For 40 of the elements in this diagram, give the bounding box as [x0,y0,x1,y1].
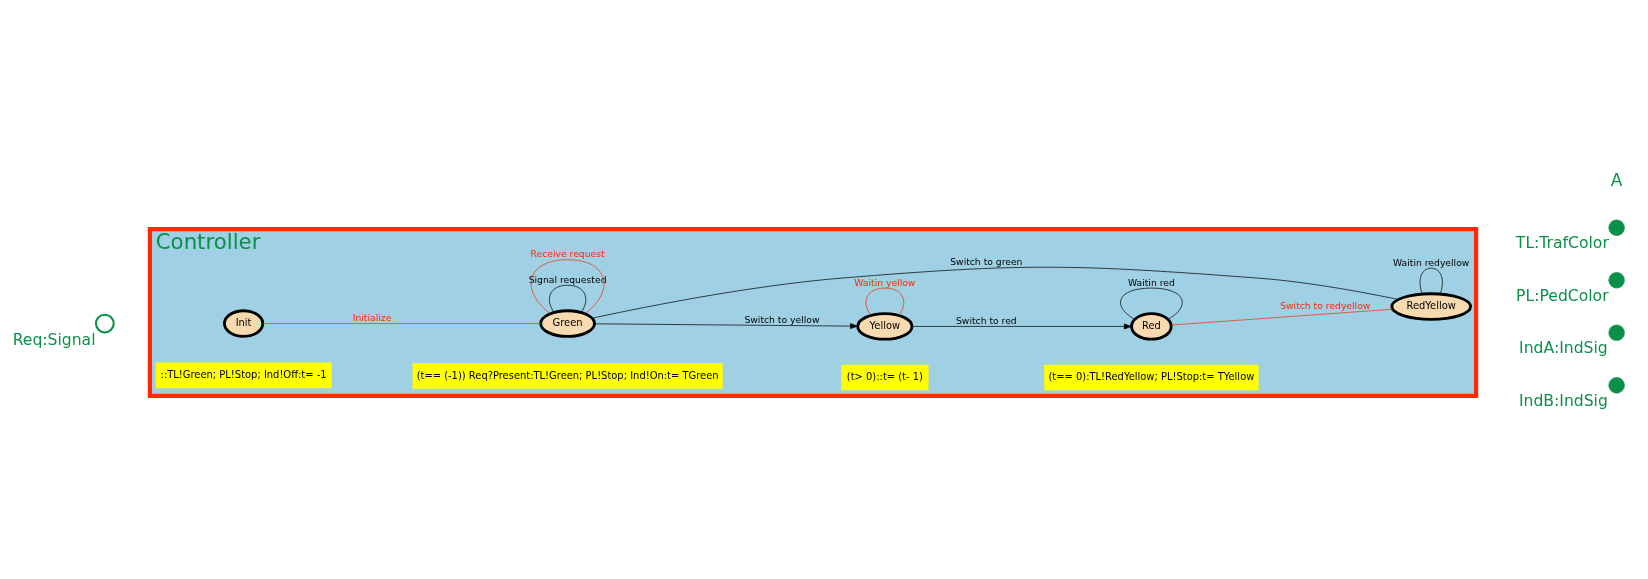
edge-label: Switch to green [950,255,1023,267]
node-ellipse: RedYellow [1390,292,1472,321]
node-circle [1608,377,1625,394]
node-circle [94,313,115,334]
connector [1120,287,1183,320]
connector [530,259,605,314]
connector [549,284,587,313]
edge-label: Waitin yellow [854,276,916,288]
node-label: IndB:IndSig [1518,391,1608,410]
edge-label: Waitin red [1127,276,1175,288]
node-circle [1608,324,1625,341]
node-ellipse: Yellow [856,312,914,341]
label: (t== 0):TL!RedYellow; PL!Stop:t= TYellow [1048,371,1255,383]
node-circle [1608,272,1625,289]
edge-label: Receive request [530,248,605,260]
node-circle [1608,219,1625,236]
label: ::TL!Green; PL!Stop; Ind!Off:t= -1 [160,369,327,381]
label: (t== (-1)) Req?Present:TL!Green; PL!Stop; Ind!On:t= TGreen [416,369,719,381]
connector [865,287,905,316]
connector [1170,308,1394,326]
arrow [911,323,1132,330]
node-label: IndA:IndSig [1519,339,1608,358]
edge-label: Switch to red [956,314,1017,326]
node-ellipse: Init [223,309,265,338]
label: (t> 0)::t= (t- 1) [846,371,923,383]
node-ellipse: Red [1130,312,1173,341]
edge-label: Signal requested [528,273,607,285]
node-label: PL:PedColor [1516,286,1609,305]
node-label: TL:TrafColor [1515,234,1609,253]
edge-label: Waitin redyellow [1393,256,1470,268]
label: A [1610,170,1623,191]
edge-label: Switch to redyellow [1280,299,1371,311]
node-label: Req:Signal [12,330,96,349]
edge-label: Initialize [352,312,392,324]
node-ellipse: Green [539,309,596,338]
connector [1419,267,1443,295]
connector [591,266,1399,319]
connector [262,323,541,324]
edge-label: Switch to yellow [744,314,820,326]
arrow [594,323,858,329]
